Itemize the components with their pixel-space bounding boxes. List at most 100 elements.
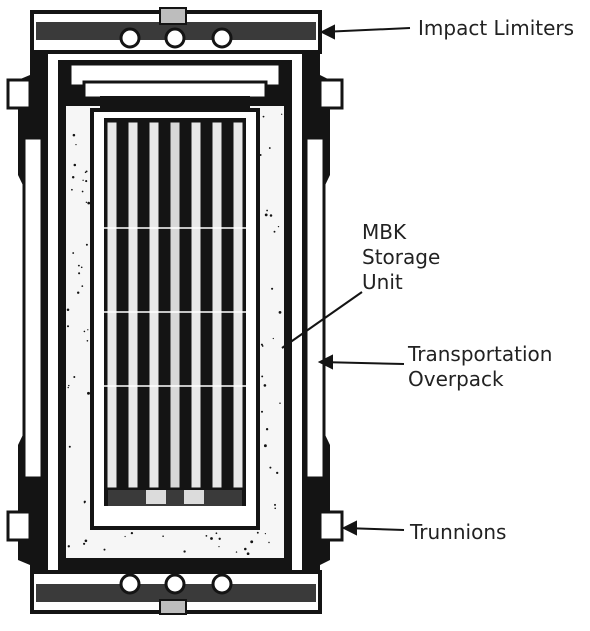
concrete-speck bbox=[264, 213, 268, 217]
label-impact-limiters: Impact Limiters bbox=[418, 16, 574, 41]
concrete-speck bbox=[260, 410, 264, 413]
concrete-speck bbox=[66, 308, 70, 312]
leader-transportation bbox=[319, 361, 405, 365]
fuel-rod bbox=[169, 121, 181, 489]
concrete-speck bbox=[278, 311, 282, 314]
concrete-speck bbox=[85, 201, 88, 204]
concrete-speck bbox=[246, 552, 250, 556]
concrete-speck bbox=[130, 531, 134, 535]
concrete-speck bbox=[71, 188, 73, 191]
concrete-speck bbox=[87, 391, 90, 395]
top-bolt-hole bbox=[164, 27, 186, 49]
concrete-speck bbox=[279, 402, 281, 404]
concrete-speck bbox=[81, 285, 84, 287]
concrete-speck bbox=[235, 551, 238, 553]
concrete-speck bbox=[124, 535, 126, 538]
concrete-speck bbox=[268, 541, 270, 544]
leader-mbk bbox=[281, 291, 363, 349]
trunnion-top-right bbox=[318, 78, 344, 110]
concrete-speck bbox=[162, 535, 164, 537]
top-bolt-hole bbox=[211, 27, 233, 49]
concrete-speck bbox=[85, 243, 88, 246]
concrete-speck bbox=[83, 542, 86, 545]
fuel-rod bbox=[232, 121, 244, 489]
concrete-speck bbox=[85, 180, 88, 183]
mbk-storage-unit bbox=[90, 108, 260, 530]
concrete-speck bbox=[77, 264, 80, 267]
trunnion-bottom-left bbox=[6, 510, 32, 542]
storage-unit-lid bbox=[68, 62, 282, 112]
concrete-speck bbox=[250, 540, 254, 544]
concrete-speck bbox=[72, 252, 75, 254]
fuel-rod-group bbox=[106, 121, 244, 489]
concrete-speck bbox=[87, 201, 91, 205]
base-block bbox=[146, 490, 166, 504]
concrete-speck bbox=[78, 272, 81, 275]
fuel-rod bbox=[127, 121, 139, 489]
concrete-speck bbox=[263, 444, 267, 448]
arrowhead-trunnions bbox=[341, 520, 357, 536]
concrete-speck bbox=[265, 428, 269, 431]
concrete-speck bbox=[71, 175, 75, 179]
concrete-speck bbox=[75, 143, 77, 146]
leader-impact-limiters bbox=[321, 27, 411, 33]
concrete-speck bbox=[269, 214, 273, 217]
concrete-speck bbox=[73, 163, 77, 167]
concrete-speck bbox=[81, 190, 84, 193]
trunnions-text: Trunnions bbox=[410, 520, 507, 544]
concrete-speck bbox=[264, 533, 266, 535]
concrete-speck bbox=[84, 539, 88, 543]
top-impact-limiter bbox=[30, 7, 322, 54]
concrete-speck bbox=[274, 507, 277, 510]
concrete-speck bbox=[274, 503, 276, 506]
concrete-speck bbox=[276, 471, 279, 475]
fuel-rod bbox=[211, 121, 223, 489]
bottom-bolt-hole bbox=[211, 573, 233, 595]
label-mbk-storage-unit: MBK Storage Unit bbox=[362, 220, 440, 295]
transport-text-line1: Transportation bbox=[408, 342, 553, 366]
side-panel-left bbox=[22, 136, 44, 480]
concrete-speck bbox=[68, 384, 70, 387]
spacer-grid-group bbox=[104, 227, 246, 387]
concrete-speck bbox=[260, 343, 263, 346]
trunnion-top-left bbox=[6, 78, 32, 110]
concrete-speck bbox=[67, 386, 69, 389]
canister-base bbox=[108, 490, 242, 506]
concrete-speck bbox=[261, 375, 264, 378]
concrete-speck bbox=[281, 113, 283, 115]
concrete-speck bbox=[86, 339, 89, 342]
concrete-speck bbox=[66, 325, 70, 328]
concrete-speck bbox=[210, 537, 213, 540]
concrete-speck bbox=[244, 547, 247, 551]
concrete-speck bbox=[73, 376, 76, 378]
fuel-rod bbox=[106, 121, 118, 489]
concrete-speck bbox=[72, 133, 76, 137]
concrete-speck bbox=[68, 445, 71, 448]
bottom-bolt-hole bbox=[164, 573, 186, 595]
lid-inner bbox=[82, 80, 268, 100]
concrete-speck bbox=[205, 535, 208, 537]
label-transportation-overpack: Transportation Overpack bbox=[408, 342, 552, 392]
concrete-speck bbox=[87, 329, 89, 331]
concrete-speck bbox=[273, 230, 276, 233]
concrete-speck bbox=[271, 287, 274, 290]
concrete-speck bbox=[183, 550, 186, 553]
concrete-speck bbox=[272, 337, 274, 340]
concrete-speck bbox=[76, 291, 80, 294]
concrete-speck bbox=[277, 225, 280, 228]
mbk-text-line2: Storage bbox=[362, 245, 441, 269]
concrete-speck bbox=[269, 466, 272, 469]
concrete-speck bbox=[85, 170, 88, 173]
label-trunnions: Trunnions bbox=[410, 520, 506, 545]
concrete-speck bbox=[256, 531, 259, 534]
bottom-lifting-lug bbox=[159, 599, 187, 615]
concrete-speck bbox=[218, 546, 220, 548]
mbk-text-line1: MBK bbox=[362, 220, 407, 244]
trunnion-bottom-right bbox=[318, 510, 344, 542]
concrete-speck bbox=[67, 545, 70, 548]
impact-limiters-text: Impact Limiters bbox=[418, 16, 575, 40]
concrete-speck bbox=[84, 171, 87, 174]
arrowhead-transportation bbox=[317, 354, 333, 370]
concrete-speck bbox=[103, 548, 106, 551]
mbk-text-line3: Unit bbox=[362, 270, 403, 294]
